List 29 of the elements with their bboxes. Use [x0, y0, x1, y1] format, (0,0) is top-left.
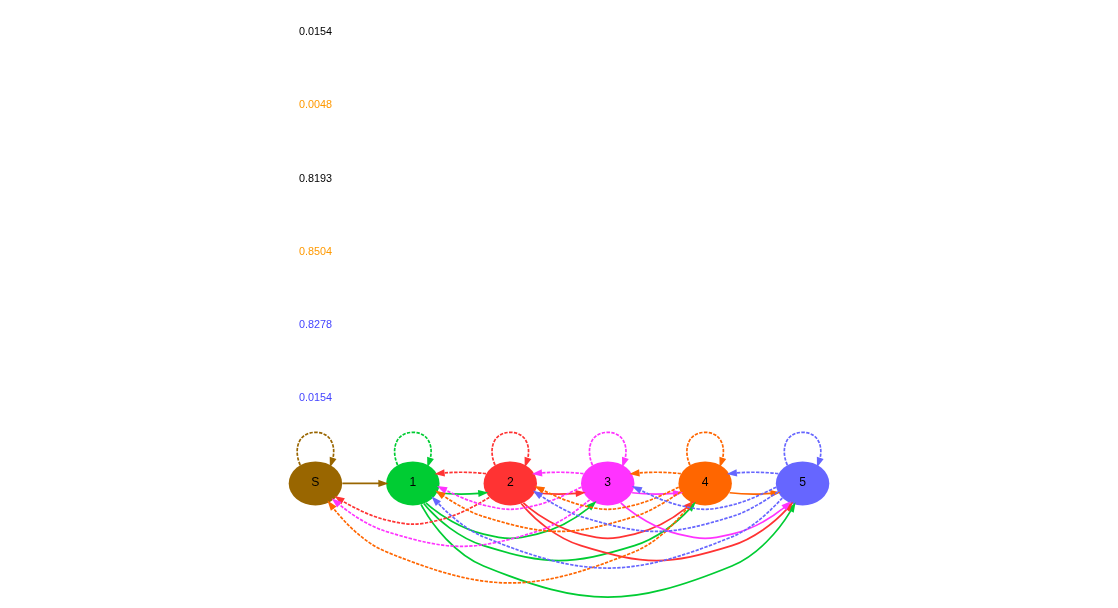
label: 0.8278 [298, 317, 332, 330]
node-ellipse: 4 [678, 461, 732, 506]
arrow [588, 431, 629, 468]
arrow [491, 431, 532, 468]
label: 0.8504 [298, 244, 332, 257]
label: 0.0154 [298, 25, 332, 38]
arrow [436, 486, 583, 511]
arrow [431, 496, 784, 569]
node-ellipse: 2 [483, 461, 537, 506]
label: 0.8193 [298, 171, 332, 184]
arrow [783, 431, 824, 468]
arrow [436, 489, 489, 498]
node-ellipse: 3 [581, 461, 635, 506]
label: 0.0048 [298, 98, 332, 111]
node-ellipse: 5 [775, 461, 830, 506]
arrow [296, 431, 337, 468]
arrow [331, 498, 591, 548]
arrow [629, 469, 682, 477]
arrow [334, 496, 491, 526]
arrow [726, 469, 780, 477]
arrow [341, 479, 389, 487]
arrow [534, 486, 680, 511]
arrow [393, 431, 434, 468]
arrow [533, 489, 586, 498]
arrow [434, 469, 487, 477]
arrow [531, 469, 585, 477]
arrow [425, 501, 597, 540]
arrow [686, 431, 727, 468]
label: 0.0154 [298, 390, 332, 403]
